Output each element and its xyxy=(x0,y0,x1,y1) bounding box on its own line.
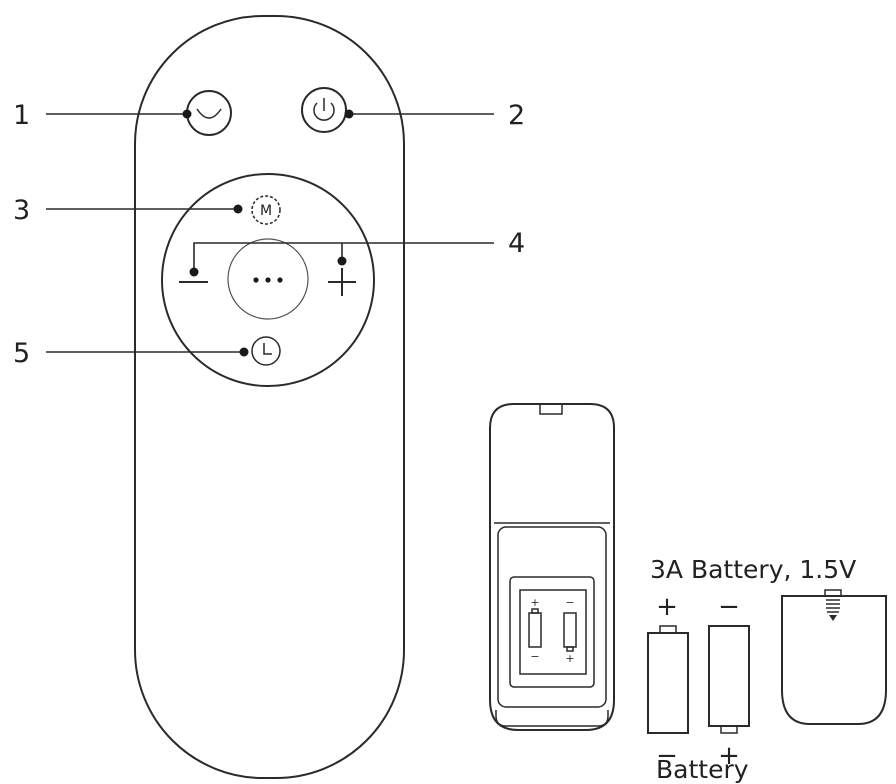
power-button[interactable] xyxy=(301,87,347,133)
callout-2: 2 xyxy=(344,100,525,131)
compartment-battery-right: − + xyxy=(563,596,577,665)
svg-text:1: 1 xyxy=(13,100,30,131)
svg-text:−: − xyxy=(565,596,574,609)
callout-3: 3 xyxy=(13,195,243,226)
battery-cover xyxy=(781,589,887,725)
callout-4: 4 xyxy=(189,228,525,277)
battery-1: + − xyxy=(647,592,689,771)
svg-text:−: − xyxy=(718,592,740,622)
battery-spec-label: 3A Battery, 1.5V xyxy=(650,555,856,584)
center-button[interactable] xyxy=(227,238,309,320)
battery-icon xyxy=(647,632,689,734)
svg-text:−: − xyxy=(656,741,678,771)
power-icon xyxy=(313,98,335,121)
m-button[interactable]: M xyxy=(251,195,281,225)
mode-icon xyxy=(196,108,222,119)
svg-text:3: 3 xyxy=(13,195,30,226)
more-icon xyxy=(253,277,283,283)
compartment-battery-left: + − xyxy=(528,596,542,663)
svg-text:5: 5 xyxy=(13,338,30,369)
svg-text:+: + xyxy=(718,741,740,771)
battery-cover-icon xyxy=(781,595,887,725)
m-icon: M xyxy=(260,203,272,219)
remote-body xyxy=(134,15,405,779)
battery-2: − + xyxy=(708,592,750,771)
control-disc xyxy=(161,173,375,387)
plus-icon xyxy=(328,268,356,296)
svg-text:2: 2 xyxy=(508,100,525,131)
timer-button[interactable] xyxy=(251,336,281,366)
callout-1: 1 xyxy=(13,100,192,131)
svg-text:+: + xyxy=(656,592,678,622)
svg-text:−: − xyxy=(530,650,539,663)
svg-text:4: 4 xyxy=(508,228,525,259)
remote-back: + − − + xyxy=(489,403,615,731)
svg-text:+: + xyxy=(565,652,574,665)
callout-5: 5 xyxy=(13,338,249,369)
plus-button[interactable] xyxy=(328,268,356,296)
mode-button[interactable] xyxy=(186,90,232,136)
battery-icon xyxy=(708,625,750,727)
timer-icon xyxy=(263,343,272,355)
svg-text:+: + xyxy=(530,596,539,609)
battery-caption: Battery xyxy=(656,755,749,784)
